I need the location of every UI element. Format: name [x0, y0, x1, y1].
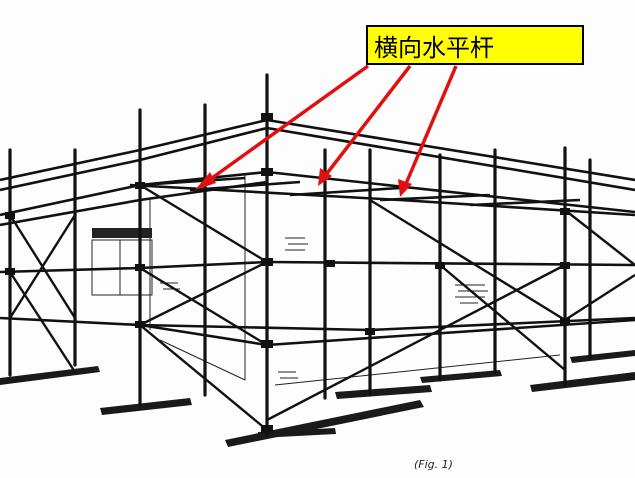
vertical-standards — [8, 73, 592, 437]
transoms — [139, 176, 581, 207]
building-walls — [91, 175, 561, 386]
callout-label: 横向水平杆 — [366, 25, 584, 65]
sole-boards — [0, 350, 635, 447]
couplers — [5, 113, 570, 433]
callout-text: 横向水平杆 — [374, 33, 494, 62]
figure-caption: (Fig. 1) — [414, 458, 453, 471]
diagonal-bracing — [8, 183, 635, 431]
callout-arrows — [195, 64, 458, 197]
